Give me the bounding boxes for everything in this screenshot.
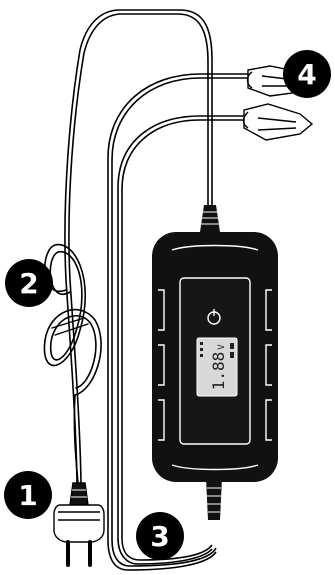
- callout-2-number: 2: [19, 267, 38, 300]
- callout-1-number: 1: [18, 479, 37, 512]
- callout-1: 1: [4, 471, 52, 519]
- callout-4-number: 4: [297, 58, 316, 91]
- clamp-bottom: [244, 104, 313, 140]
- callout-3-number: 3: [150, 520, 169, 553]
- plug: [54, 483, 104, 565]
- lcd-reading: 1.88: [209, 352, 228, 391]
- callout-4: 4: [283, 50, 331, 98]
- bottom-strain-relief: [206, 478, 222, 520]
- callout-2: 2: [5, 259, 53, 307]
- callout-3: 3: [136, 512, 184, 560]
- charger-unit: 1.88 V: [152, 205, 278, 520]
- lcd-display: 1.88 V: [197, 338, 237, 396]
- lcd-unit: V: [217, 344, 227, 350]
